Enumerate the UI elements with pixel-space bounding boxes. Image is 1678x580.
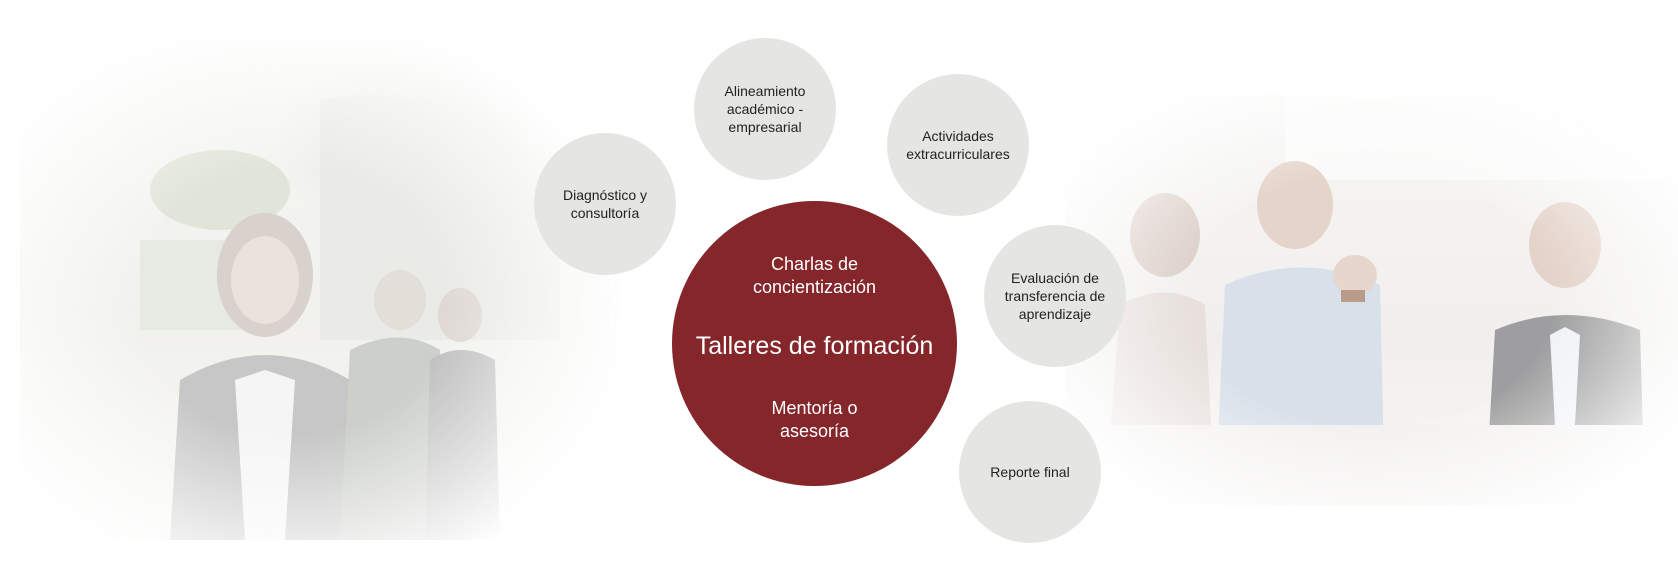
satellite-label: Reporte final bbox=[990, 464, 1070, 480]
satellite-evaluacion: Evaluación de transferencia de aprendiza… bbox=[984, 225, 1126, 367]
center-main-label: Talleres de formación bbox=[695, 332, 934, 360]
center-bottom-label: Mentoría o asesoría bbox=[771, 398, 858, 441]
satellite-diagnostico: Diagnóstico y consultoría bbox=[534, 133, 676, 275]
satellite-label: Evaluación de transferencia de aprendiza… bbox=[1004, 270, 1106, 322]
center-top-label: Charlas de concientización bbox=[752, 254, 877, 297]
satellite-alineamiento: Alineamiento académico - empresarial bbox=[694, 38, 836, 180]
satellite-actividades: Actividades extracurriculares bbox=[887, 74, 1029, 216]
right-background-photo bbox=[1065, 95, 1678, 505]
satellite-label: Alineamiento académico - empresarial bbox=[724, 83, 806, 135]
center-circle: Charlas de concientización Talleres de f… bbox=[672, 201, 957, 486]
satellite-label: Actividades extracurriculares bbox=[906, 128, 1010, 162]
satellite-label: Diagnóstico y consultoría bbox=[562, 187, 648, 221]
left-photo-illustration bbox=[140, 96, 560, 540]
left-background-photo bbox=[20, 40, 620, 540]
satellite-reporte: Reporte final bbox=[959, 401, 1101, 543]
right-photo-illustration bbox=[1065, 95, 1678, 505]
